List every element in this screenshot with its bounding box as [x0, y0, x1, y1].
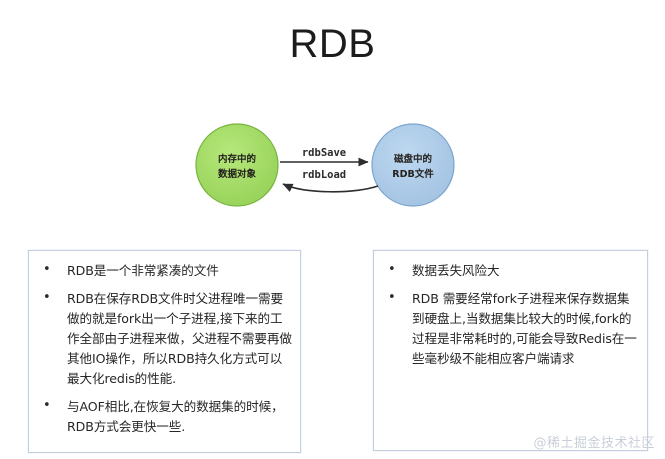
diagram-edge-rdbsave-label: rdbSave [302, 147, 346, 159]
diagram-node-disk: 磁盘中的 RDB文件 [371, 123, 455, 207]
diagram-node-memory-line1: 内存中的 [218, 153, 257, 165]
disadvantages-box: 数据丢失风险大 RDB 需要经常fork子进程来保存数据集到硬盘上,当数据集比较… [373, 250, 648, 451]
list-item: RDB在保存RDB文件时父进程唯一需要做的就是fork出一个子进程,接下来的工作… [41, 288, 292, 389]
disadvantages-list: 数据丢失风险大 RDB 需要经常fork子进程来保存数据集到硬盘上,当数据集比较… [374, 251, 647, 375]
diagram-node-disk-line1: 磁盘中的 [394, 153, 433, 165]
list-item: 数据丢失风险大 [386, 260, 639, 281]
diagram-edge-rdbload: rdbLoad [282, 169, 379, 193]
diagram-edge-rdbload-label: rdbLoad [302, 169, 346, 181]
diagram-node-memory-line2: 数据对象 [217, 168, 257, 180]
diagram-edge-rdbsave: rdbSave [280, 147, 369, 167]
list-item: RDB 需要经常fork子进程来保存数据集到硬盘上,当数据集比较大的时候,for… [386, 288, 639, 369]
advantages-box: RDB是一个非常紧凑的文件 RDB在保存RDB文件时父进程唯一需要做的就是for… [28, 250, 301, 453]
rdb-flow-diagram: 内存中的 数据对象 磁盘中的 RDB文件 rdbSave rdbLoad [185, 110, 465, 220]
diagram-node-disk-line2: RDB文件 [392, 168, 434, 180]
diagram-node-memory: 内存中的 数据对象 [195, 123, 279, 207]
list-item: RDB是一个非常紧凑的文件 [41, 260, 292, 281]
page-title: RDB [289, 22, 376, 66]
advantages-list: RDB是一个非常紧凑的文件 RDB在保存RDB文件时父进程唯一需要做的就是for… [29, 251, 300, 443]
list-item: 与AOF相比,在恢复大的数据集的时候，RDB方式会更快一些. [41, 396, 292, 437]
